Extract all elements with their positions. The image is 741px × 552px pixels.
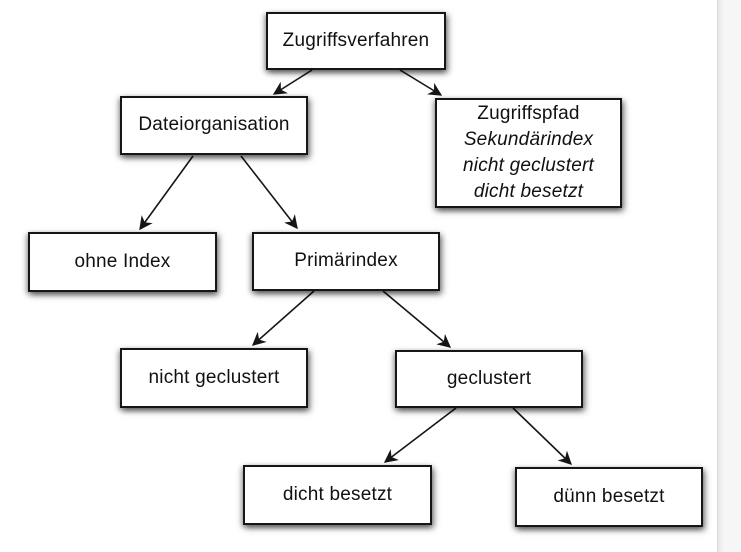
- node-primaerindex: Primärindex: [252, 232, 440, 291]
- node-label: Dateiorganisation: [138, 114, 290, 136]
- node-line: Zugriffspfad: [477, 103, 580, 124]
- node-geclustert: geclustert: [395, 350, 583, 408]
- edge-arrow: [251, 290, 315, 346]
- edge-arrow: [383, 407, 457, 463]
- edge-arrow: [272, 69, 313, 95]
- edge-arrow: [382, 290, 452, 348]
- edge-arrow: [240, 155, 298, 230]
- node-label: Primärindex: [294, 250, 398, 272]
- edge-arrow: [399, 69, 443, 96]
- node-ohne-index: ohne Index: [28, 232, 217, 292]
- page-edge-gutter: [717, 0, 741, 552]
- node-label: dünn besetzt: [553, 485, 665, 507]
- node-duenn-besetzt: dünn besetzt: [515, 467, 703, 527]
- node-dicht-besetzt: dicht besetzt: [243, 465, 432, 525]
- edge-arrow: [512, 407, 572, 465]
- node-line: dicht besetzt: [473, 181, 584, 202]
- node-zugriffspfad: Zugriffspfad Sekundärindex nicht geclust…: [435, 98, 622, 208]
- node-line: Sekundärindex: [463, 129, 594, 150]
- node-label: Zugriffsverfahren: [282, 29, 430, 51]
- node-nicht-geclustert: nicht geclustert: [120, 348, 308, 408]
- node-dateiorganisation: Dateiorganisation: [120, 96, 308, 155]
- node-zugriffsverfahren: Zugriffsverfahren: [266, 12, 446, 70]
- edge-arrow: [139, 155, 194, 231]
- node-line: nicht geclustert: [463, 155, 594, 176]
- node-label: nicht geclustert: [148, 366, 280, 388]
- node-label: geclustert: [446, 367, 532, 389]
- node-label: dicht besetzt: [282, 483, 393, 505]
- node-label: ohne Index: [74, 250, 171, 272]
